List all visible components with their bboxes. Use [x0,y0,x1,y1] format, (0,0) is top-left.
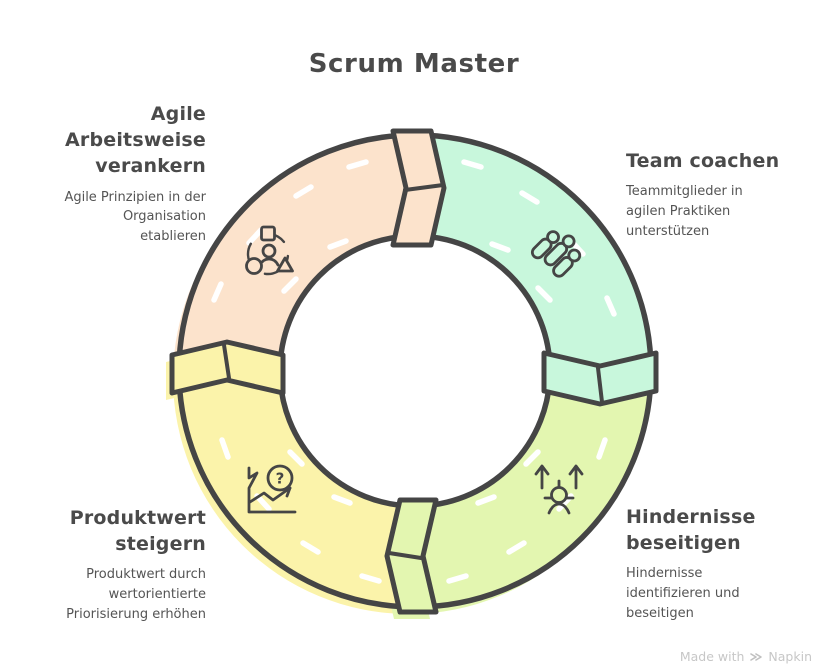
label-heading: Agile Arbeitsweise verankern [64,103,206,178]
label-description: Agile Prinzipien in der Organisation eta… [64,189,206,245]
sketch-marks [211,159,617,584]
connector-top-crease [403,183,445,192]
connector-right-crease [596,366,604,404]
connector-left-crease [222,343,231,380]
label-heading: Produktwert steigern [69,507,206,556]
connector-bottom-crease [387,551,423,560]
footer-credit: Made with Napkin [680,649,812,664]
napkin-logo-icon [750,652,763,661]
label-heading: Hindernisse beseitigen [626,506,756,555]
label-team-coachen: Team coachen Teammitglieder in agilen Pr… [626,148,822,241]
remove-obstacles-icon [534,464,584,515]
page-title: Scrum Master [308,49,520,79]
label-description: Hindernisse identifizieren und beseitige… [626,566,740,621]
agile-organization-icon [245,225,294,276]
label-agile-arbeitsweise: Agile Arbeitsweise verankern Agile Prinz… [14,101,206,247]
question-mark-glyph: ? [276,470,285,488]
label-hindernisse-beseitigen: Hindernisse beseitigen Hindernisse ident… [626,504,822,624]
value-chart-icon: ? [247,464,297,514]
label-produktwert-steigern: Produktwert steigern Produktwert durch w… [14,505,206,625]
footer-text: Made with [679,649,745,664]
footer-brand: Napkin [768,649,812,664]
inner-circle [280,236,550,506]
team-group-icon [530,230,582,278]
label-heading: Team coachen [626,150,780,172]
label-description: Teammitglieder in agilen Praktiken unter… [626,184,743,239]
label-description: Produktwert durch wertorientierte Priori… [66,567,206,622]
